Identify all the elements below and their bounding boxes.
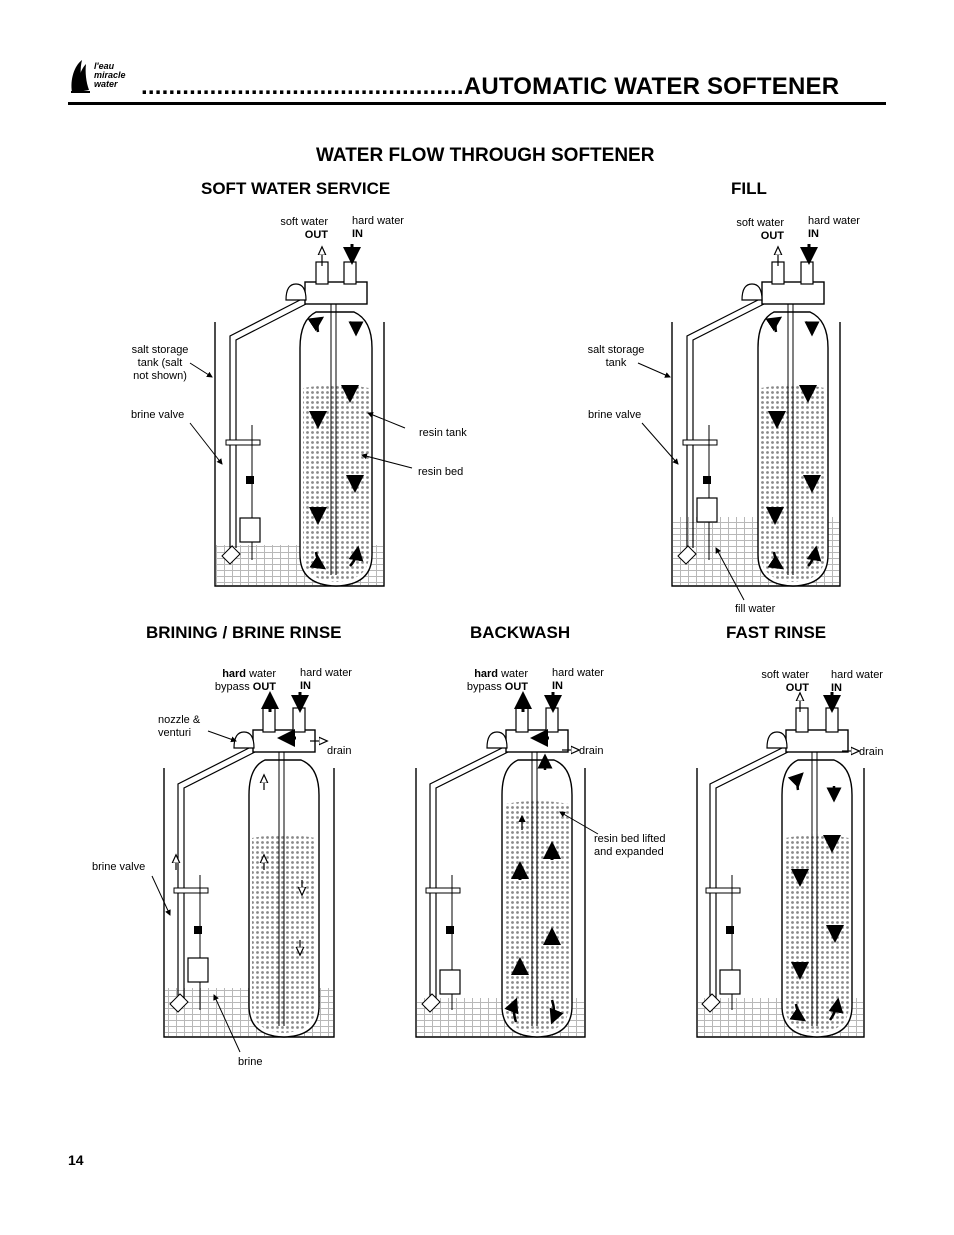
brining-nozzle-line-2: venturi — [158, 727, 192, 739]
fast-rinse-in-word: IN — [831, 682, 842, 694]
brining-drain-label: drain — [327, 745, 352, 757]
service-in-label: hard water IN — [352, 215, 404, 241]
backwash-out-pre: bypass — [466, 681, 505, 693]
brand-logo: l'eau miracle water — [68, 56, 148, 96]
panel-title-fast-rinse: FAST RINSE — [726, 623, 827, 642]
backwash-out-bold: hard — [474, 668, 499, 680]
logo-line-2: miracle — [94, 70, 126, 80]
service-salt-tank-line-1: salt storage — [131, 344, 189, 356]
service-in-text: hard water — [352, 215, 404, 227]
logo-line-1: l'eau — [94, 61, 115, 71]
backwash-in-text: hard water — [552, 667, 604, 679]
brining-nozzle-label: nozzle & venturi — [158, 714, 200, 740]
fill-out-text: soft water — [736, 217, 784, 229]
logo-line-3: water — [94, 79, 118, 89]
brining-out-word: OUT — [252, 681, 276, 693]
fill-out-label: soft water OUT — [718, 217, 784, 243]
fast-rinse-out-word: OUT — [785, 682, 809, 694]
fill-in-text: hard water — [808, 215, 860, 227]
fill-salt-tank-line-2: tank — [605, 357, 627, 369]
backwash-resin-bed-line-1: resin bed lifted — [594, 833, 666, 845]
brining-brine-label: brine — [238, 1056, 263, 1068]
fill-salt-tank-line-1: salt storage — [587, 344, 645, 356]
service-in-word: IN — [352, 228, 363, 240]
brining-out-bold: hard — [222, 668, 247, 680]
panel-title-backwash: BACKWASH — [470, 623, 571, 642]
backwash-resin-bed-line-2: and expanded — [594, 846, 664, 858]
service-salt-tank-label: salt storage tank (salt not shown) — [122, 344, 198, 383]
service-salt-tank-line-3: not shown) — [133, 370, 187, 382]
diagram-fill — [637, 244, 841, 601]
fill-in-word: IN — [808, 228, 819, 240]
fast-rinse-in-text: hard water — [831, 669, 883, 681]
fast-rinse-drain-label: drain — [859, 746, 884, 758]
brining-nozzle-line-1: nozzle & — [158, 714, 201, 726]
header-rule — [68, 102, 886, 105]
brining-in-label: hard water IN — [300, 667, 352, 693]
brining-in-text: hard water — [300, 667, 352, 679]
service-out-text: soft water — [280, 216, 328, 228]
service-resin-tank-label: resin tank — [419, 427, 467, 439]
panel-title-fill: FILL — [731, 179, 767, 198]
service-out-word: OUT — [304, 229, 328, 241]
fast-rinse-in-label: hard water IN — [831, 669, 883, 695]
brining-out-label: hard water bypass OUT — [196, 668, 276, 694]
logo-text: l'eau miracle water — [94, 62, 126, 89]
panel-title-brining: BRINING / BRINE RINSE — [146, 623, 342, 642]
fill-out-word: OUT — [760, 230, 784, 242]
service-resin-bed-label: resin bed — [418, 466, 464, 478]
panel-title-service: SOFT WATER SERVICE — [201, 179, 391, 198]
diagram-fast-rinse — [696, 692, 865, 1038]
brining-in-word: IN — [300, 680, 311, 692]
brining-brine-valve-label: brine valve — [92, 861, 146, 873]
page-title: ........................................… — [141, 73, 840, 100]
logo-mark-icon — [71, 60, 90, 93]
page-number: 14 — [68, 1152, 84, 1168]
diagram-brining — [151, 691, 335, 1053]
fill-water-label: fill water — [735, 603, 776, 615]
backwash-out-word: OUT — [504, 681, 528, 693]
service-brine-valve-label: brine valve — [131, 409, 185, 421]
fast-rinse-out-label: soft water OUT — [743, 669, 809, 695]
fill-in-label: hard water IN — [808, 215, 860, 241]
brining-out-rest: water — [246, 668, 276, 680]
backwash-out-rest: water — [498, 668, 528, 680]
figure-title: WATER FLOW THROUGH SOFTENER — [316, 145, 655, 166]
fill-brine-valve-label: brine valve — [588, 409, 642, 421]
fill-salt-tank-label: salt storage tank — [580, 344, 652, 370]
backwash-drain-label: drain — [579, 745, 604, 757]
brining-out-pre: bypass — [214, 681, 253, 693]
diagram-service — [189, 244, 413, 587]
backwash-in-word: IN — [552, 680, 563, 692]
fast-rinse-out-text: soft water — [761, 669, 809, 681]
backwash-in-label: hard water IN — [552, 667, 604, 693]
backwash-out-label: hard water bypass OUT — [448, 668, 528, 694]
backwash-resin-bed-label: resin bed lifted and expanded — [594, 833, 666, 859]
diagram-backwash — [415, 691, 599, 1038]
service-out-label: soft water OUT — [262, 216, 328, 242]
service-salt-tank-line-2: tank (salt — [137, 357, 183, 369]
